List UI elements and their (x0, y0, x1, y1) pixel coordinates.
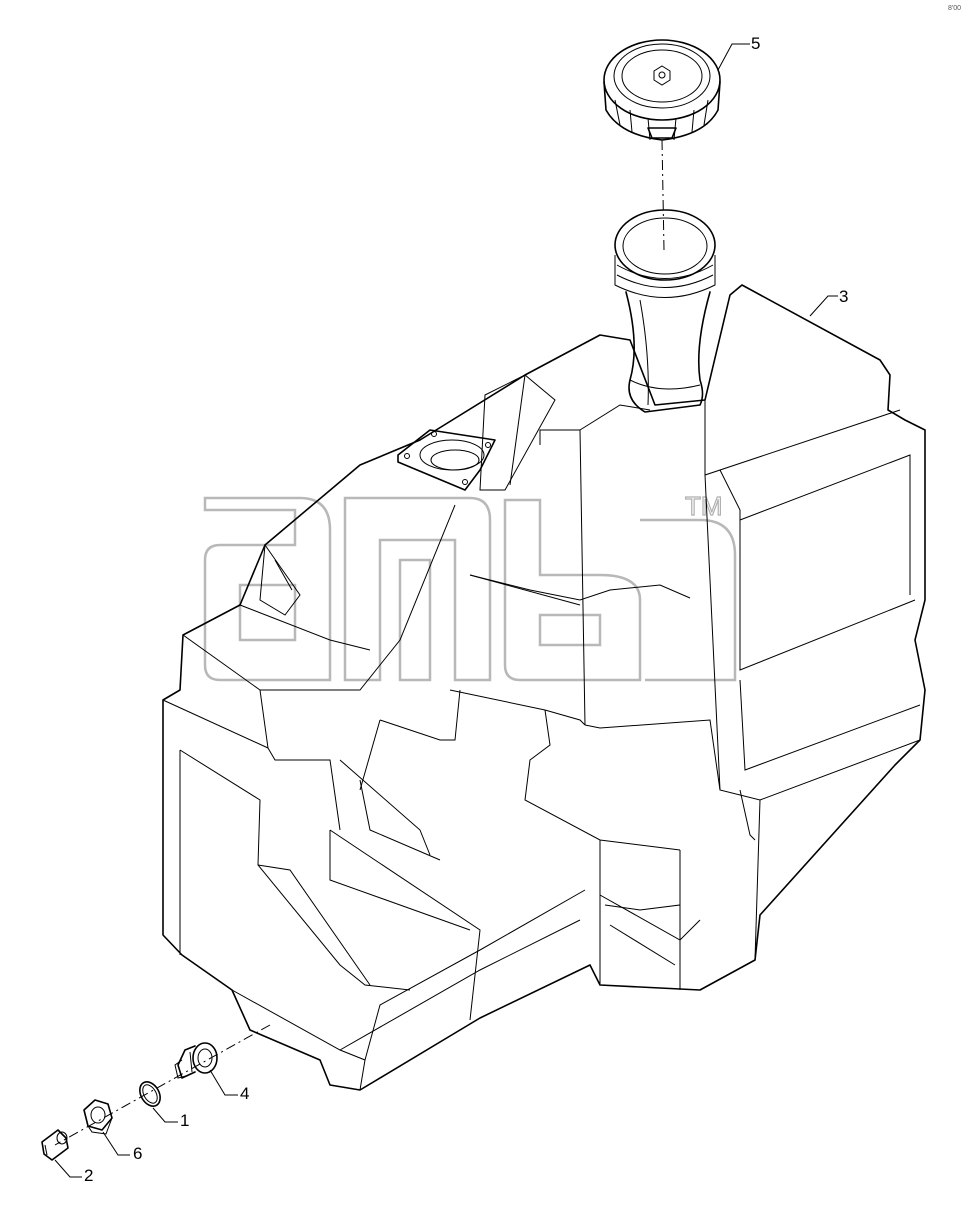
callout-1: 1 (180, 1111, 189, 1130)
leader-lines (54, 43, 838, 1178)
callout-6: 6 (133, 1144, 142, 1163)
drain-centerline (54, 1024, 271, 1146)
callout-2: 2 (84, 1166, 93, 1185)
watermark-logo: TM (203, 490, 737, 682)
callout-5: 5 (751, 34, 760, 53)
fuel-cap (603, 39, 721, 141)
callout-3: 3 (839, 287, 848, 306)
o-ring (139, 1081, 161, 1107)
drain-fitting (174, 1042, 218, 1079)
hex-nut (83, 1099, 113, 1135)
cap-centerline (661, 139, 665, 251)
fuel-tank (162, 209, 926, 1091)
trademark-symbol: TM (685, 491, 723, 521)
corner-mark: 8'00 (948, 5, 961, 12)
callout-4: 4 (240, 1084, 249, 1103)
drain-plug (41, 1129, 69, 1161)
